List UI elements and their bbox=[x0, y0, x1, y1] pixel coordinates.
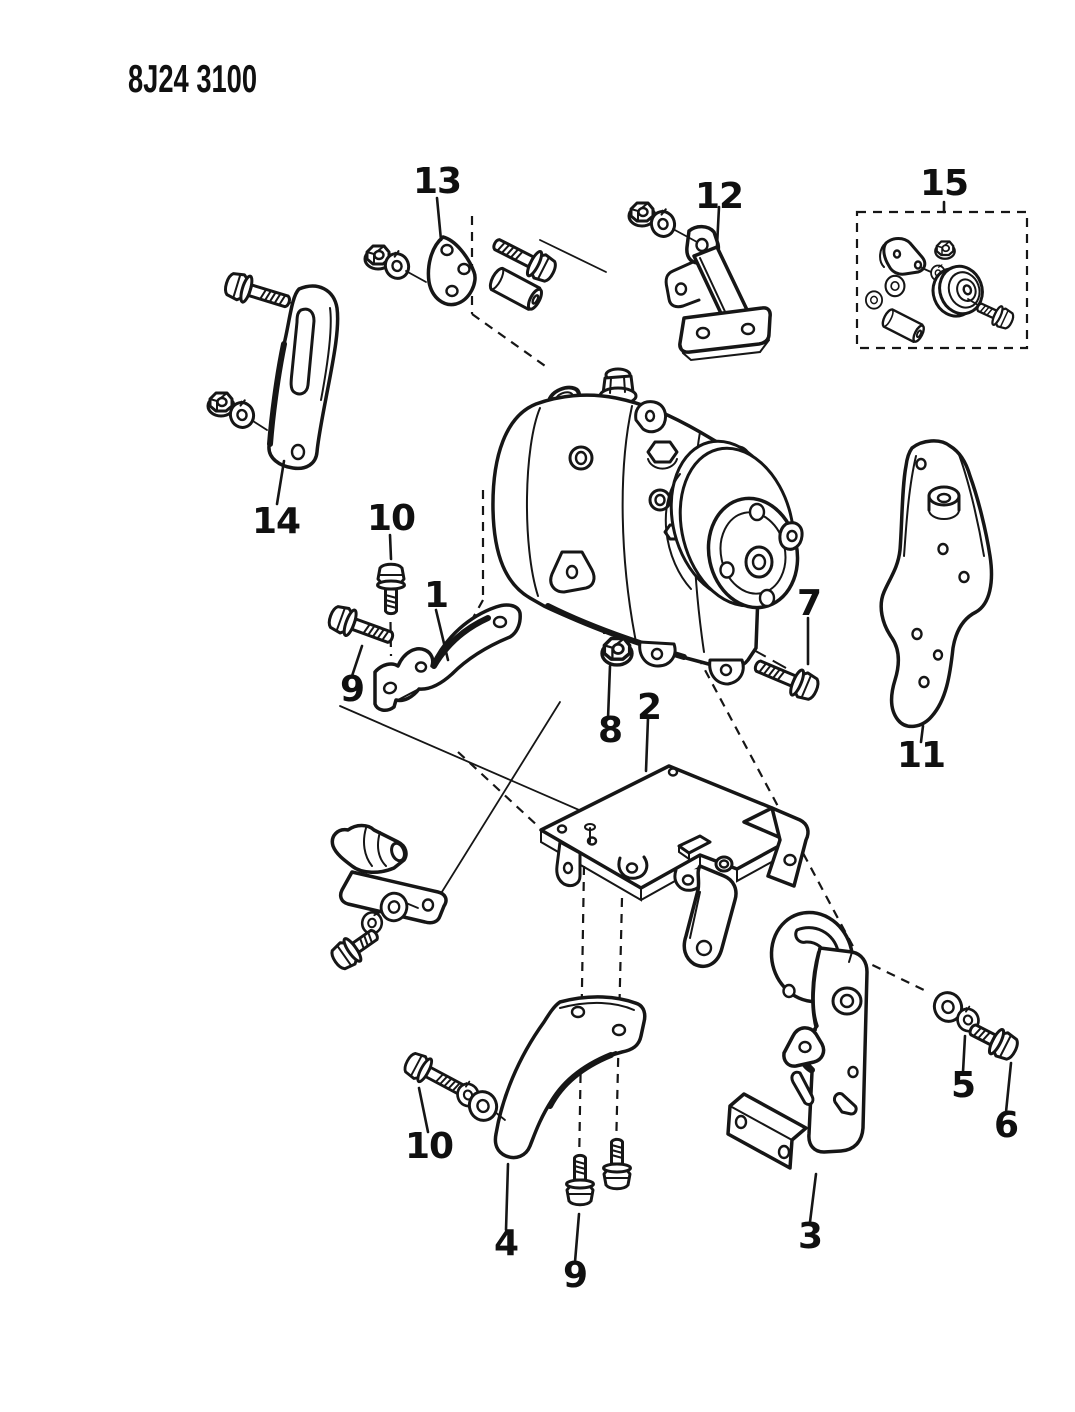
figure-code: 8J24 3100 bbox=[128, 58, 258, 101]
callout-7: 7 bbox=[796, 583, 822, 624]
callout-2: 2 bbox=[636, 687, 662, 728]
part-6-bolt bbox=[963, 1015, 1023, 1114]
callout-5: 5 bbox=[950, 1065, 976, 1106]
part-2-mounting-plate bbox=[539, 716, 810, 969]
callout-9: 9 bbox=[562, 1255, 588, 1296]
callout-3: 3 bbox=[797, 1216, 823, 1257]
callout-13: 13 bbox=[412, 161, 462, 202]
part-13-brace-bracket bbox=[363, 196, 561, 314]
part-1-support-bracket bbox=[373, 603, 522, 713]
callout-14: 14 bbox=[251, 501, 301, 542]
compressor bbox=[491, 367, 804, 686]
callout-4: 4 bbox=[493, 1223, 519, 1264]
callout-12: 12 bbox=[694, 176, 744, 217]
callout-9: 9 bbox=[339, 669, 365, 710]
part-3-rear-bracket bbox=[726, 910, 869, 1224]
part-12-rear-brace-bracket bbox=[627, 201, 772, 362]
part-10-bolt-lower-with-washers bbox=[399, 1048, 506, 1134]
part-9-bolt-upper bbox=[324, 601, 399, 678]
callout-10: 10 bbox=[404, 1126, 454, 1167]
callout-6: 6 bbox=[993, 1105, 1019, 1146]
callout-10: 10 bbox=[366, 498, 416, 539]
part-9-bolt-lower bbox=[565, 1153, 595, 1264]
part-7-bolt bbox=[749, 616, 823, 705]
part-14-adjusting-strap bbox=[206, 268, 340, 506]
callout-11: 11 bbox=[896, 735, 946, 776]
part-10-bolt-upper bbox=[376, 533, 406, 616]
part-11-side-plate bbox=[879, 439, 994, 744]
clamp-bracket-assembly bbox=[326, 823, 448, 975]
compressor-clutch-pulley bbox=[664, 439, 804, 610]
part-4-brace-bracket bbox=[493, 995, 647, 1232]
part-8-nut bbox=[600, 636, 634, 721]
callout-8: 8 bbox=[597, 710, 623, 751]
construction-lines bbox=[339, 216, 929, 1169]
part-5-washers bbox=[928, 987, 983, 1074]
part-15-idler-pulley-kit bbox=[855, 200, 1029, 350]
callout-15: 15 bbox=[919, 163, 969, 204]
callout-1: 1 bbox=[423, 575, 449, 616]
